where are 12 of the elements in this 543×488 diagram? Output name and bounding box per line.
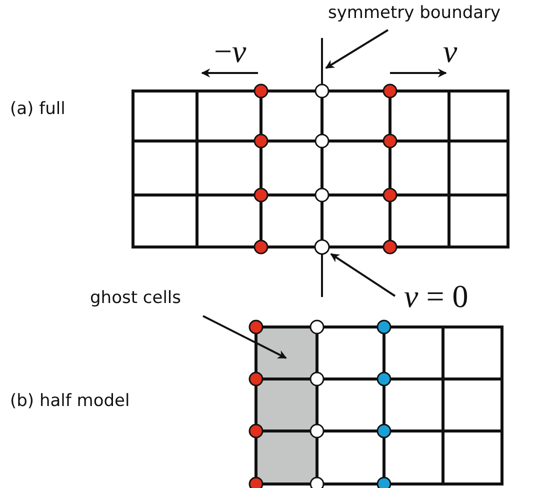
velocity-label: −v [214,34,246,70]
callout-text: v = 0 [404,279,468,314]
panel-label: (b) half model [10,392,130,411]
leader-line [202,315,287,359]
callout-text: ghost cells [90,289,182,308]
symmetry-line [321,38,323,297]
boundary-node-dot [314,239,330,255]
leader-line [325,29,389,69]
leader-line [330,253,396,297]
panel-label: (a) full [10,100,66,119]
callout-text: symmetry boundary [328,4,501,23]
velocity-label: v [443,34,458,70]
